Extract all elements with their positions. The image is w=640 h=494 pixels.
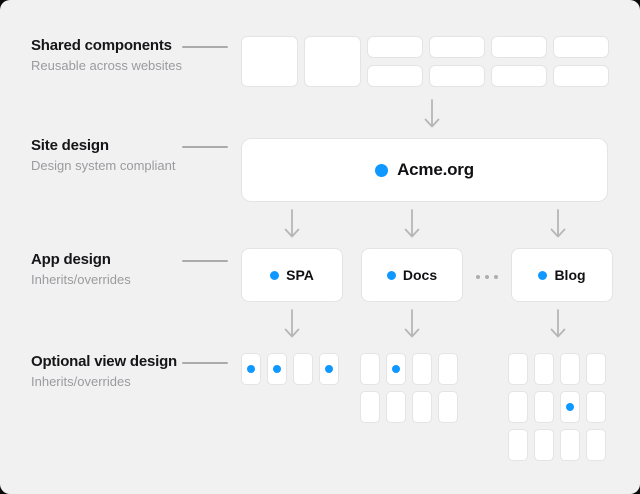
accent-dot-icon xyxy=(392,365,400,373)
view-card xyxy=(508,391,528,423)
connector-line xyxy=(182,260,228,262)
shared-small-box xyxy=(553,36,609,58)
connector-line xyxy=(182,146,228,148)
view-card xyxy=(534,391,554,423)
view-card xyxy=(412,353,432,385)
view-card xyxy=(508,429,528,461)
accent-dot-icon xyxy=(247,365,255,373)
label-subtitle: Inherits/overrides xyxy=(31,374,131,389)
label-subtitle: Design system compliant xyxy=(31,158,176,173)
label-shared-components: Shared components Reusable across websit… xyxy=(31,37,182,73)
arrow-down-icon xyxy=(404,309,420,338)
shared-small-column xyxy=(491,36,547,87)
view-grid-blog xyxy=(508,353,606,461)
view-card xyxy=(560,429,580,461)
shared-small-box xyxy=(553,65,609,87)
app-card-spa: SPA xyxy=(241,248,343,302)
label-title: Shared components xyxy=(31,37,172,54)
view-card xyxy=(386,353,406,385)
connector-line xyxy=(182,362,228,364)
label-optional-view-design: Optional view design Inherits/overrides xyxy=(31,353,177,389)
view-card xyxy=(586,429,606,461)
view-card xyxy=(386,391,406,423)
view-card xyxy=(508,353,528,385)
connector-line xyxy=(182,46,228,48)
view-card xyxy=(412,391,432,423)
view-card xyxy=(438,391,458,423)
label-title: Optional view design xyxy=(31,353,178,370)
view-card xyxy=(534,353,554,385)
arrow-down-icon xyxy=(550,309,566,338)
more-apps-ellipsis-icon xyxy=(476,275,498,279)
shared-small-box xyxy=(491,65,547,87)
label-app-design: App design Inherits/overrides xyxy=(31,251,131,287)
shared-small-box xyxy=(429,65,485,87)
label-site-design: Site design Design system compliant xyxy=(31,137,176,173)
shared-small-column xyxy=(553,36,609,87)
arrow-down-icon xyxy=(550,209,566,238)
view-card xyxy=(560,353,580,385)
view-grid-spa xyxy=(241,353,339,385)
label-subtitle: Reusable across websites xyxy=(31,58,183,73)
shared-small-box xyxy=(429,36,485,58)
shared-large-box xyxy=(304,36,361,87)
app-card-docs: Docs xyxy=(361,248,463,302)
view-card xyxy=(241,353,261,385)
accent-dot-icon xyxy=(325,365,333,373)
label-subtitle: Inherits/overrides xyxy=(31,272,131,287)
shared-small-box xyxy=(367,36,423,58)
view-card xyxy=(319,353,339,385)
app-card-label: Docs xyxy=(402,267,438,283)
accent-dot-icon xyxy=(375,163,389,177)
accent-dot-icon xyxy=(386,270,396,280)
view-card xyxy=(360,391,380,423)
view-card xyxy=(293,353,313,385)
shared-components-grid xyxy=(241,36,609,87)
app-card-blog: Blog xyxy=(511,248,613,302)
arrow-down-icon xyxy=(424,99,440,128)
shared-small-box xyxy=(367,65,423,87)
arrow-down-icon xyxy=(284,209,300,238)
label-title: App design xyxy=(31,251,111,268)
view-card xyxy=(534,429,554,461)
site-card-acme: Acme.org xyxy=(241,138,608,202)
accent-dot-icon xyxy=(270,270,280,280)
shared-small-box xyxy=(491,36,547,58)
view-card xyxy=(586,353,606,385)
arrow-down-icon xyxy=(284,309,300,338)
accent-dot-icon xyxy=(566,403,574,411)
site-card-label: Acme.org xyxy=(397,160,474,179)
label-title: Site design xyxy=(31,137,109,154)
app-card-label: SPA xyxy=(286,267,314,283)
app-card-label: Blog xyxy=(554,267,586,283)
view-card xyxy=(438,353,458,385)
ellipsis-dot xyxy=(476,275,480,279)
shared-small-column xyxy=(429,36,485,87)
view-card xyxy=(560,391,580,423)
accent-dot-icon xyxy=(273,365,281,373)
shared-large-box xyxy=(241,36,298,87)
arrow-down-icon xyxy=(404,209,420,238)
ellipsis-dot xyxy=(494,275,498,279)
view-card xyxy=(360,353,380,385)
ellipsis-dot xyxy=(485,275,489,279)
view-card xyxy=(586,391,606,423)
shared-small-column xyxy=(367,36,423,87)
accent-dot-icon xyxy=(538,270,548,280)
view-grid-docs xyxy=(360,353,458,423)
view-card xyxy=(267,353,287,385)
